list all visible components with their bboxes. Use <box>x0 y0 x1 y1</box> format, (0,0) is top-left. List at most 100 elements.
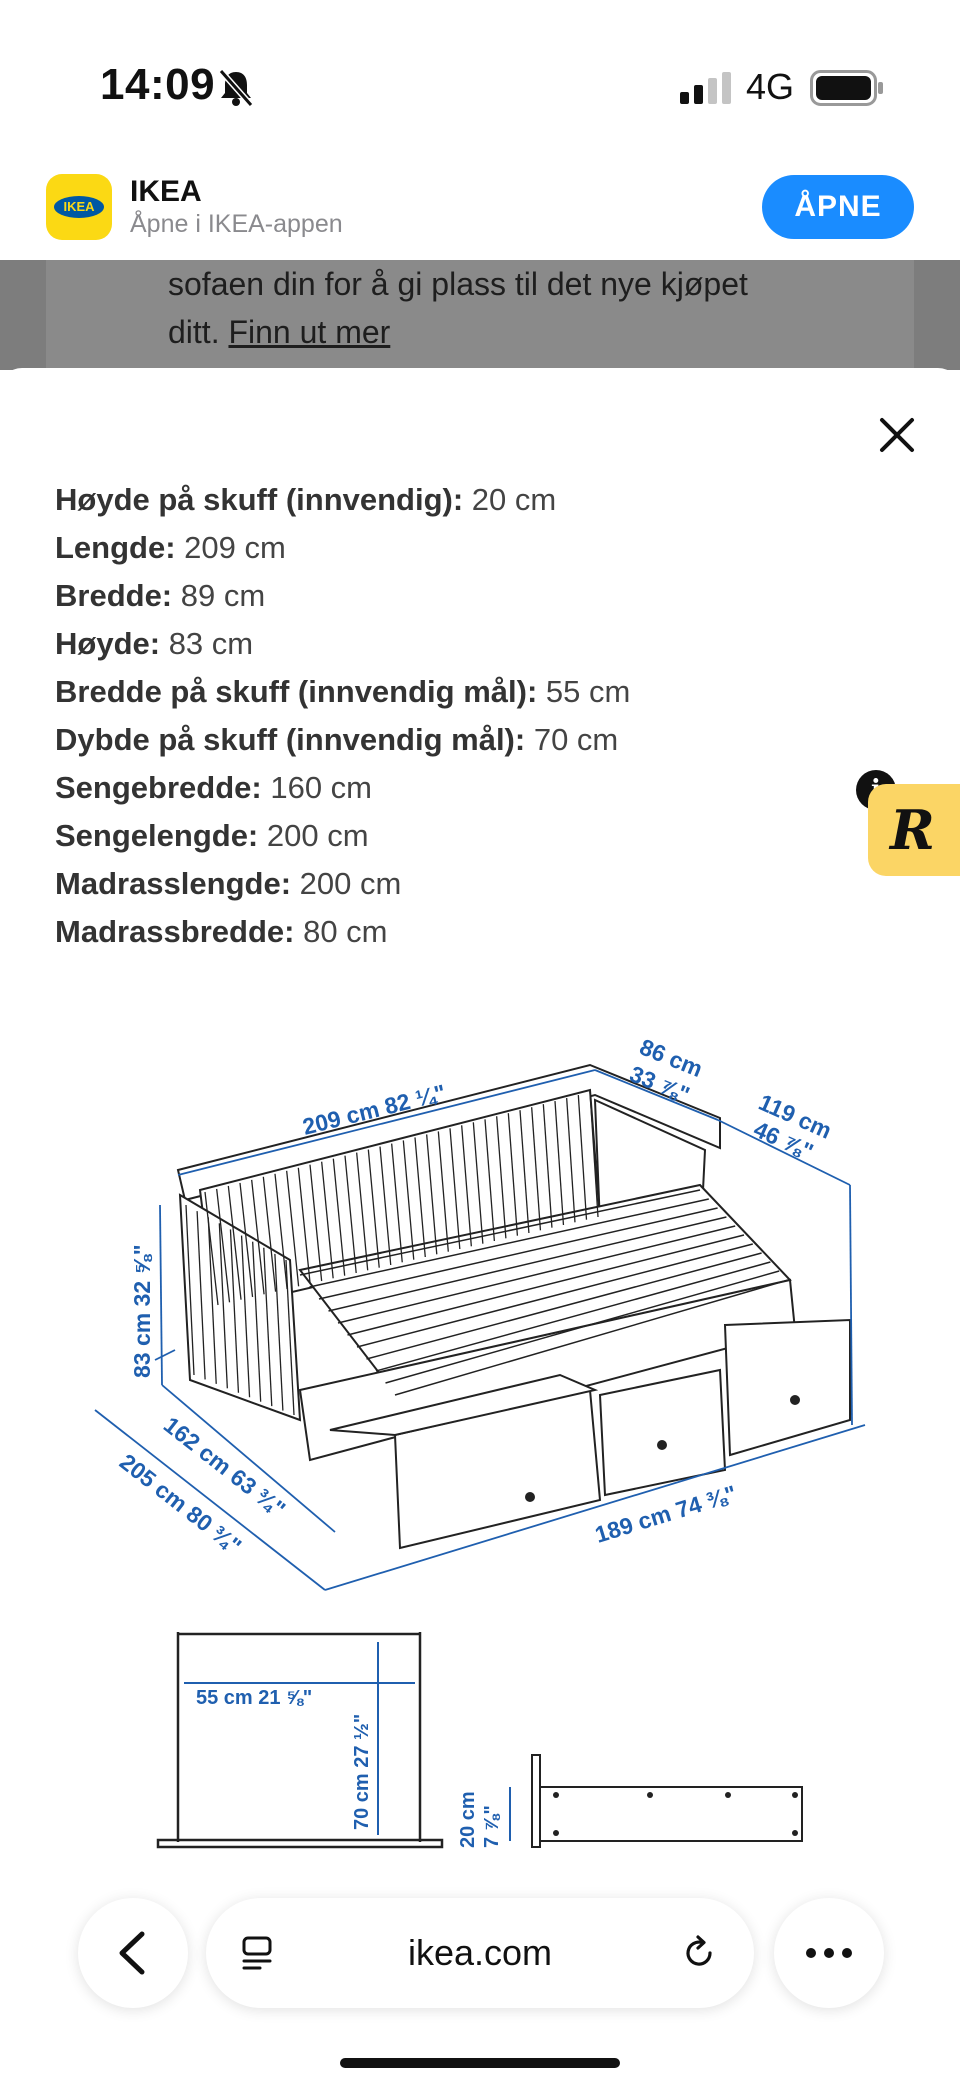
spec-value: 80 cm <box>294 914 388 949</box>
spec-label: Madrasslengde: <box>55 866 292 901</box>
back-icon <box>119 1931 145 1975</box>
spec-label: Bredde på skuff (innvendig mål): <box>55 674 538 709</box>
spec-row: Dybde på skuff (innvendig mål): 70 cm <box>55 716 855 764</box>
spec-value: 200 cm <box>291 866 402 901</box>
bed-slat <box>356 1243 753 1348</box>
back-bar <box>379 1146 392 1266</box>
more-button[interactable] <box>774 1898 884 2008</box>
ikea-app-logo: IKEA <box>46 174 112 240</box>
side-bar <box>263 1247 273 1407</box>
side-bar <box>274 1253 284 1411</box>
back-bar <box>204 1191 219 1306</box>
spec-list: Høyde på skuff (innvendig): 20 cm Lengde:… <box>55 482 855 956</box>
back-bar <box>472 1122 484 1244</box>
more-icon <box>806 1948 852 1958</box>
battery-icon <box>810 70 883 106</box>
back-bar <box>332 1158 346 1276</box>
status-bar: 14:09 4G <box>0 0 960 160</box>
dim-20-in: 7 ⅞" <box>481 1805 503 1848</box>
address-bar[interactable]: ikea.com <box>206 1898 754 2008</box>
back-bar <box>274 1173 288 1290</box>
close-icon[interactable] <box>874 412 920 458</box>
side-bar <box>196 1211 206 1380</box>
back-bar <box>344 1155 357 1274</box>
side-bar <box>218 1223 228 1389</box>
network-type: 4G <box>746 66 795 107</box>
side-bar <box>207 1217 217 1384</box>
signal-icon <box>680 72 731 104</box>
spec-value: 70 cm <box>525 722 619 757</box>
back-bar <box>589 1091 599 1218</box>
bed-slat <box>394 1279 789 1396</box>
reader-icon[interactable] <box>238 1933 278 1973</box>
reload-icon[interactable] <box>680 1933 720 1973</box>
dim-20-cm: 20 cm <box>457 1791 479 1848</box>
back-bar <box>227 1185 242 1300</box>
spec-label: Sengelengde: <box>55 818 259 853</box>
spec-label: Høyde på skuff (innvendig): <box>55 482 464 517</box>
open-app-button[interactable]: ÅPNE <box>762 175 914 239</box>
spec-value: 209 cm <box>175 530 286 565</box>
spec-label: Dybde på skuff (innvendig mål): <box>55 722 526 757</box>
back-bar <box>496 1116 507 1239</box>
spec-row: Høyde på skuff (innvendig): 20 cm <box>55 476 855 524</box>
back-bar <box>554 1101 565 1226</box>
side-bar <box>252 1241 262 1402</box>
back-bar <box>414 1137 426 1258</box>
back-bar <box>566 1098 576 1223</box>
back-bar <box>391 1143 403 1263</box>
bed-slat <box>385 1270 780 1384</box>
dim-height-label: 83 cm 32 ⅝" <box>129 1244 155 1378</box>
spec-value: 55 cm <box>537 674 631 709</box>
bed-slat <box>366 1252 762 1360</box>
back-bar <box>531 1107 542 1231</box>
spec-row: Bredde på skuff (innvendig mål): 55 cm <box>55 668 855 716</box>
back-bar <box>321 1161 334 1279</box>
extension-badge[interactable]: R <box>868 784 960 876</box>
bell-slash-icon <box>218 69 254 107</box>
backdrop-card <box>46 260 914 370</box>
back-button[interactable] <box>78 1898 188 2008</box>
back-bar <box>577 1094 588 1220</box>
back-bar <box>461 1125 472 1247</box>
back-bar <box>356 1152 369 1271</box>
back-bar <box>437 1131 449 1252</box>
dim-70-label: 70 cm 27 ½" <box>351 1714 373 1830</box>
backdrop-text: sofaen din for å gi plass til det nye kj… <box>168 266 748 350</box>
back-bar <box>449 1128 461 1250</box>
find-out-more-link[interactable]: Finn ut mer <box>228 314 391 350</box>
back-bar <box>239 1182 254 1298</box>
home-indicator <box>340 2058 620 2068</box>
product-dimension-drawing: 209 cm 82 ¼" 86 cm 33 ⅞" 119 cm 46 ⅞" 83… <box>94 1034 866 1849</box>
side-bar <box>240 1235 251 1398</box>
spec-label: Høyde: <box>55 626 161 661</box>
status-time: 14:09 <box>100 60 216 109</box>
back-bar <box>251 1179 265 1295</box>
side-bar <box>229 1229 240 1393</box>
banner-subtitle: Åpne i IKEA-appen <box>130 210 343 238</box>
spec-label: Madrassbredde: <box>55 914 295 949</box>
spec-value: 83 cm <box>160 626 254 661</box>
spec-value: 160 cm <box>261 770 372 805</box>
side-bar <box>185 1204 195 1376</box>
back-bar <box>484 1119 496 1242</box>
back-bar <box>519 1110 530 1234</box>
spec-row: Sengebredde: 160 cm <box>55 764 855 812</box>
spec-value: 20 cm <box>463 482 557 517</box>
spec-row: Madrasslengde: 200 cm <box>55 860 855 908</box>
spec-row: Høyde: 83 cm <box>55 620 855 668</box>
spec-label: Lengde: <box>55 530 176 565</box>
bed-slat <box>309 1198 709 1288</box>
dim-55-label: 55 cm 21 ⅝" <box>196 1687 312 1709</box>
side-bar <box>285 1259 295 1416</box>
back-bar <box>286 1170 300 1287</box>
spec-label: Sengebredde: <box>55 770 262 805</box>
bed-slat <box>375 1261 771 1372</box>
spec-row: Madrassbredde: 80 cm <box>55 908 855 956</box>
back-bar <box>216 1188 231 1303</box>
back-bar <box>297 1167 311 1284</box>
bed-slat <box>347 1234 745 1336</box>
url-text: ikea.com <box>407 1932 553 1973</box>
spec-row: Bredde: 89 cm <box>55 572 855 620</box>
banner-app-name: IKEA <box>130 175 202 208</box>
